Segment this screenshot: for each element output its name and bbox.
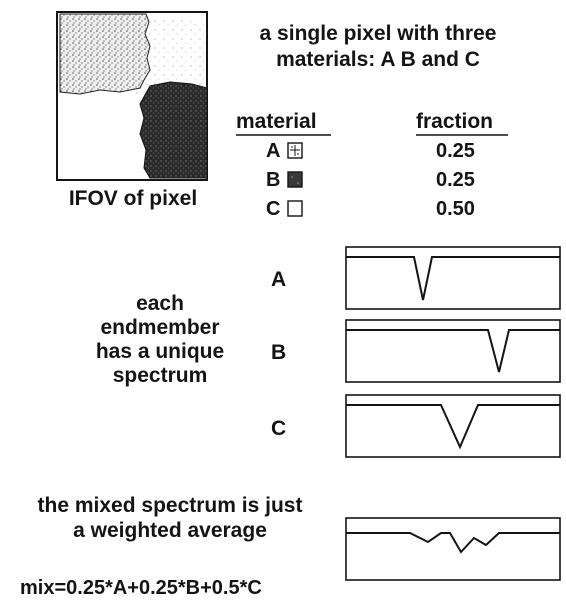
mixed-note-line-1: the mixed spectrum is just: [37, 494, 303, 517]
spectrum-b-label: B: [271, 341, 287, 364]
fraction-value-a: 0.25: [436, 140, 475, 162]
spectrum-b-plot: [345, 319, 561, 383]
endmember-note-line-4: spectrum: [112, 364, 208, 387]
spectrum-a-plot: [345, 246, 561, 310]
material-label-b: B: [266, 169, 281, 191]
mixed-note-line-2: a weighted average: [73, 519, 267, 542]
mixed-spectrum-plot: [345, 517, 561, 581]
pixel-caption: IFOV of pixel: [68, 187, 198, 210]
material-a-region: [59, 13, 151, 95]
material-column-header: material: [236, 110, 317, 133]
fraction-column-header: fraction: [416, 110, 494, 133]
endmember-note-line-3: has a unique: [95, 340, 225, 363]
swatch-a-icon: [287, 142, 303, 159]
material-label-a: A: [266, 140, 281, 162]
swatch-b-icon: [287, 171, 303, 188]
mix-formula: mix=0.25*A+0.25*B+0.5*C: [20, 577, 262, 599]
material-b-region: [139, 81, 208, 179]
title-line-2: materials: A B and C: [276, 48, 480, 71]
endmember-note-line-2: endmember: [100, 316, 220, 339]
fraction-value-c: 0.50: [436, 198, 475, 220]
spectrum-c-label: C: [271, 417, 287, 440]
spectrum-a-label: A: [271, 268, 287, 291]
spectrum-c-plot: [345, 394, 561, 458]
fraction-value-b: 0.25: [436, 169, 475, 191]
swatch-c-icon: [287, 200, 303, 217]
title-line-1: a single pixel with three: [259, 22, 497, 45]
endmember-note-line-1: each: [136, 292, 184, 315]
material-label-c: C: [266, 198, 281, 220]
pixel-ifov-box: [56, 11, 208, 181]
